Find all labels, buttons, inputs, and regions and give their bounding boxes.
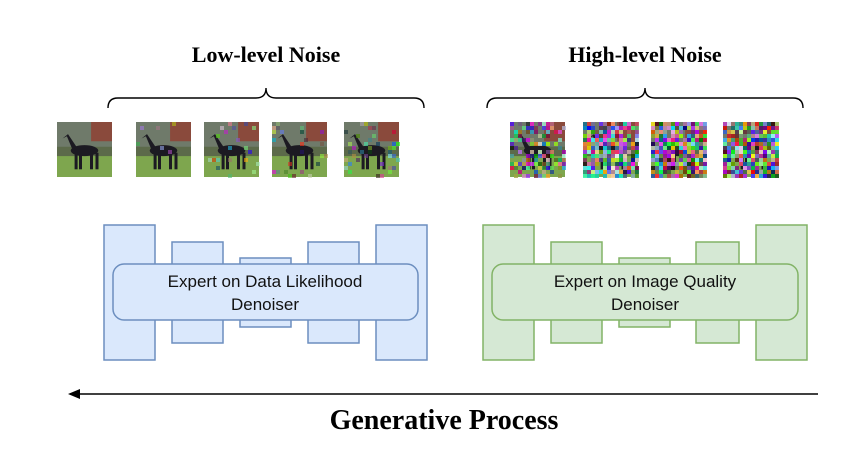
expert-subtitle: Denoiser <box>611 295 679 314</box>
data-likelihood-expert: Expert on Data Likelihood Denoiser <box>103 224 428 361</box>
expert-title: Expert on Data Likelihood <box>168 272 363 291</box>
image-quality-expert: Expert on Image Quality Denoiser <box>482 224 808 361</box>
low-noise-heading: Low-level Noise <box>192 42 341 67</box>
noisy-image-thumbnail <box>510 122 566 178</box>
high-noise-heading: High-level Noise <box>568 42 722 67</box>
noisy-image-thumbnail <box>57 122 112 177</box>
high-noise-images <box>510 122 779 178</box>
low-noise-images <box>57 122 400 178</box>
low-noise-brace <box>107 87 425 109</box>
noisy-image-thumbnail <box>272 122 328 178</box>
noisy-image-thumbnail <box>204 122 260 178</box>
high-noise-brace <box>486 87 804 109</box>
noisy-image-thumbnail <box>651 122 707 178</box>
noisy-image-thumbnail <box>723 122 779 178</box>
noisy-image-thumbnail <box>344 122 400 178</box>
expert-label-box <box>491 263 799 321</box>
generative-process-label: Generative Process <box>330 405 559 436</box>
noisy-image-thumbnail <box>583 122 639 178</box>
noisy-image-thumbnail <box>136 122 191 177</box>
expert-subtitle: Denoiser <box>231 295 299 314</box>
expert-title: Expert on Image Quality <box>554 272 737 291</box>
expert-label-box <box>112 263 419 321</box>
